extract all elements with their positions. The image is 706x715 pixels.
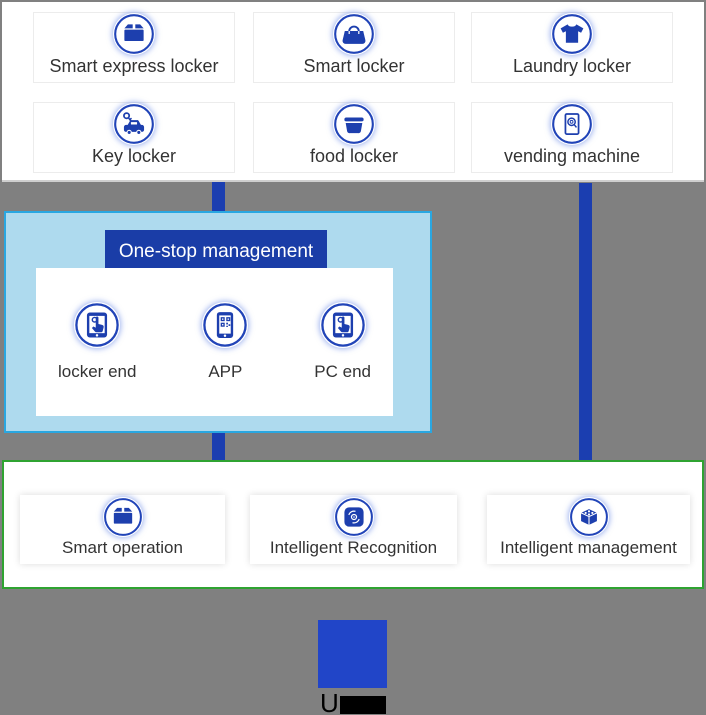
handbag-icon	[333, 13, 375, 56]
item-locker-end: locker end	[58, 302, 136, 382]
card-label: Intelligent management	[500, 538, 677, 558]
card-key-locker: Key locker	[33, 102, 235, 173]
card-label: food locker	[309, 146, 399, 167]
card-label: Intelligent Recognition	[269, 538, 438, 558]
cube-dots-icon	[568, 497, 609, 538]
item-app: APP	[202, 302, 249, 382]
management-endpoints-box: locker end APP	[36, 268, 393, 416]
item-label: locker end	[58, 362, 137, 381]
brand-block-shape	[339, 696, 386, 714]
item-label: APP	[208, 362, 243, 381]
recognition-icon	[333, 497, 374, 538]
connector-right-line	[579, 183, 592, 460]
item-pc-end: PC end	[314, 302, 371, 382]
tshirt-icon	[551, 13, 593, 56]
card-smart-locker: Smart locker	[253, 12, 455, 83]
item-label: PC end	[314, 362, 371, 381]
card-label: vending machine	[503, 146, 641, 167]
connector-bottom-left	[212, 433, 225, 460]
brand-letter: U	[320, 688, 339, 715]
one-stop-management-header: One-stop management	[105, 230, 327, 273]
card-label: Laundry locker	[512, 56, 632, 77]
card-label: Smart operation	[62, 538, 183, 558]
card-food-locker: food locker	[253, 102, 455, 173]
card-label: Smart express locker	[49, 56, 219, 77]
card-smart-operation: Smart operation	[20, 495, 225, 564]
card-intelligent-recognition: Intelligent Recognition	[250, 495, 457, 564]
one-stop-management-panel: One-stop management locker end	[4, 211, 432, 433]
tablet-touch-icon	[319, 302, 366, 348]
card-label: Smart locker	[303, 56, 405, 77]
car-key-icon	[113, 103, 155, 146]
card-smart-express-locker: Smart express locker	[33, 12, 235, 83]
brand-wordmark: U	[320, 690, 386, 715]
vending-machine-icon	[551, 103, 593, 146]
parcel-box-icon	[113, 13, 155, 56]
food-container-icon	[333, 103, 375, 146]
device-types-panel: Smart express locker Smart locker Laundr…	[2, 2, 704, 182]
card-label: Key locker	[91, 146, 177, 167]
card-laundry-locker: Laundry locker	[471, 12, 673, 83]
connector-top-left	[212, 182, 225, 211]
tablet-touch-icon	[74, 302, 121, 348]
card-intelligent-management: Intelligent management	[487, 495, 690, 564]
parcel-box-icon	[102, 497, 143, 538]
card-vending-machine: vending machine	[471, 102, 673, 173]
brand-logo-square	[318, 620, 387, 688]
capabilities-panel: Smart operation Intelligent Recognition	[2, 460, 704, 589]
qr-phone-icon	[202, 302, 249, 348]
